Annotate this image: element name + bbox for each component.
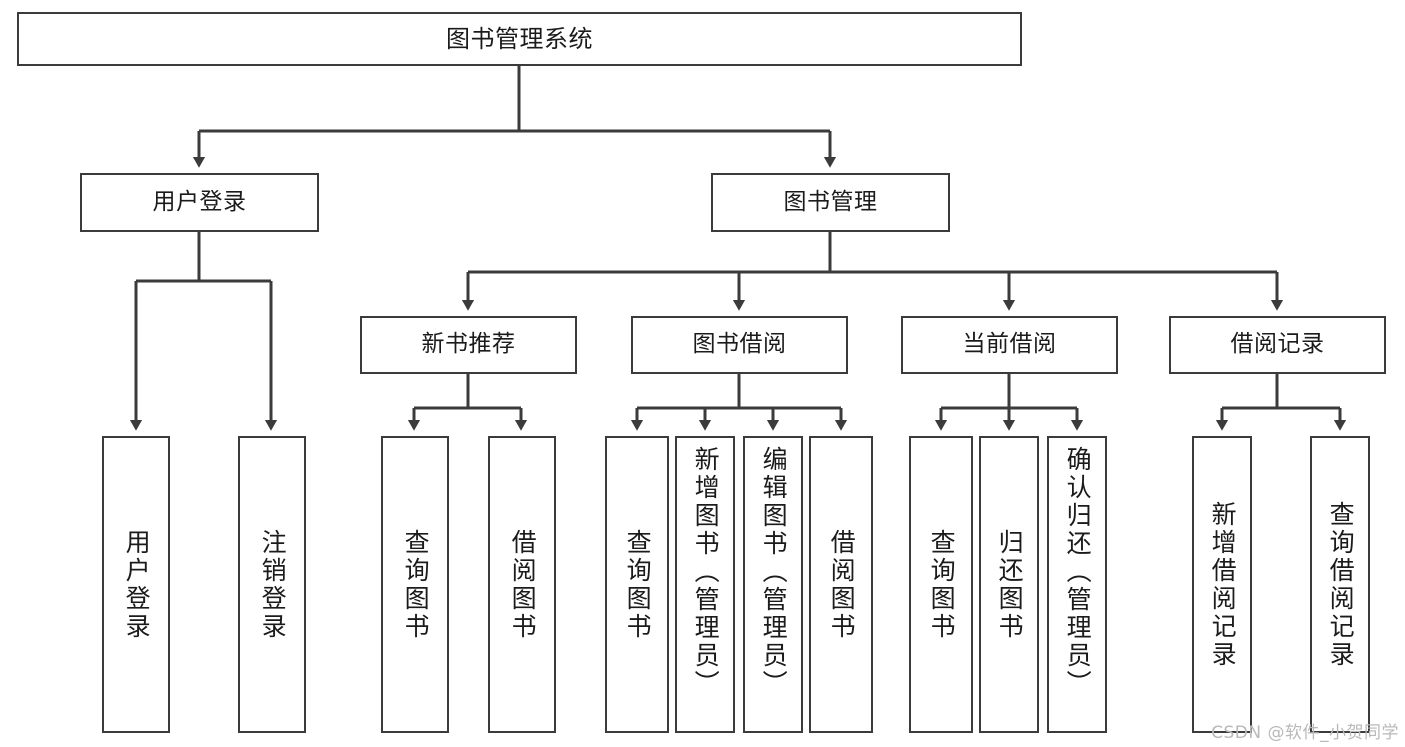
node-label: 图书管理系统	[446, 24, 593, 53]
node-label: 注销登录	[258, 528, 288, 641]
node-label: 查询借阅记录	[1326, 500, 1356, 669]
node-label: 查询图书	[927, 528, 957, 641]
node-label: 新增图书（管理员）	[691, 446, 721, 698]
leaf-book-borrow-query-book[interactable]: 查询图书	[605, 436, 669, 733]
leaf-user-login-login[interactable]: 用户登录	[102, 436, 170, 733]
node-label: 新书推荐	[421, 331, 516, 358]
node-new-book-recommend[interactable]: 新书推荐	[360, 316, 577, 374]
node-label: 用户登录	[152, 188, 247, 215]
leaf-new-book-borrow-book[interactable]: 借阅图书	[488, 436, 556, 733]
node-book-borrow[interactable]: 图书借阅	[631, 316, 848, 374]
node-label: 借阅记录	[1230, 331, 1325, 358]
leaf-user-login-logout[interactable]: 注销登录	[238, 436, 306, 733]
leaf-current-borrow-query-book[interactable]: 查询图书	[909, 436, 973, 733]
leaf-borrow-record-add-record[interactable]: 新增借阅记录	[1192, 436, 1252, 733]
node-label: 查询图书	[401, 528, 431, 641]
node-label: 编辑图书（管理员）	[759, 446, 789, 698]
node-book-management[interactable]: 图书管理	[711, 173, 950, 232]
node-borrow-record[interactable]: 借阅记录	[1169, 316, 1386, 374]
leaf-new-book-query-book[interactable]: 查询图书	[381, 436, 449, 733]
node-label: 确认归还（管理员）	[1063, 446, 1093, 698]
leaf-book-borrow-edit-book-admin[interactable]: 编辑图书（管理员）	[743, 436, 803, 733]
node-label: 新增借阅记录	[1208, 500, 1238, 669]
leaf-book-borrow-borrow-book[interactable]: 借阅图书	[809, 436, 873, 733]
csdn-watermark: CSDN @软件_小贺同学	[1211, 723, 1399, 743]
node-root-book-management-system[interactable]: 图书管理系统	[17, 12, 1022, 66]
leaf-current-borrow-return-book[interactable]: 归还图书	[979, 436, 1039, 733]
node-label: 借阅图书	[508, 528, 538, 641]
leaf-current-borrow-confirm-return-admin[interactable]: 确认归还（管理员）	[1047, 436, 1107, 733]
node-label: 当前借阅	[962, 331, 1057, 358]
node-label: 借阅图书	[827, 528, 857, 641]
node-label: 图书管理	[783, 188, 878, 215]
node-current-borrow[interactable]: 当前借阅	[901, 316, 1118, 374]
node-label: 图书借阅	[692, 331, 787, 358]
node-user-login[interactable]: 用户登录	[80, 173, 319, 232]
node-label: 查询图书	[623, 528, 653, 641]
node-label: 归还图书	[995, 528, 1025, 641]
leaf-borrow-record-query-record[interactable]: 查询借阅记录	[1310, 436, 1370, 733]
leaf-book-borrow-add-book-admin[interactable]: 新增图书（管理员）	[675, 436, 735, 733]
node-label: 用户登录	[122, 528, 152, 641]
